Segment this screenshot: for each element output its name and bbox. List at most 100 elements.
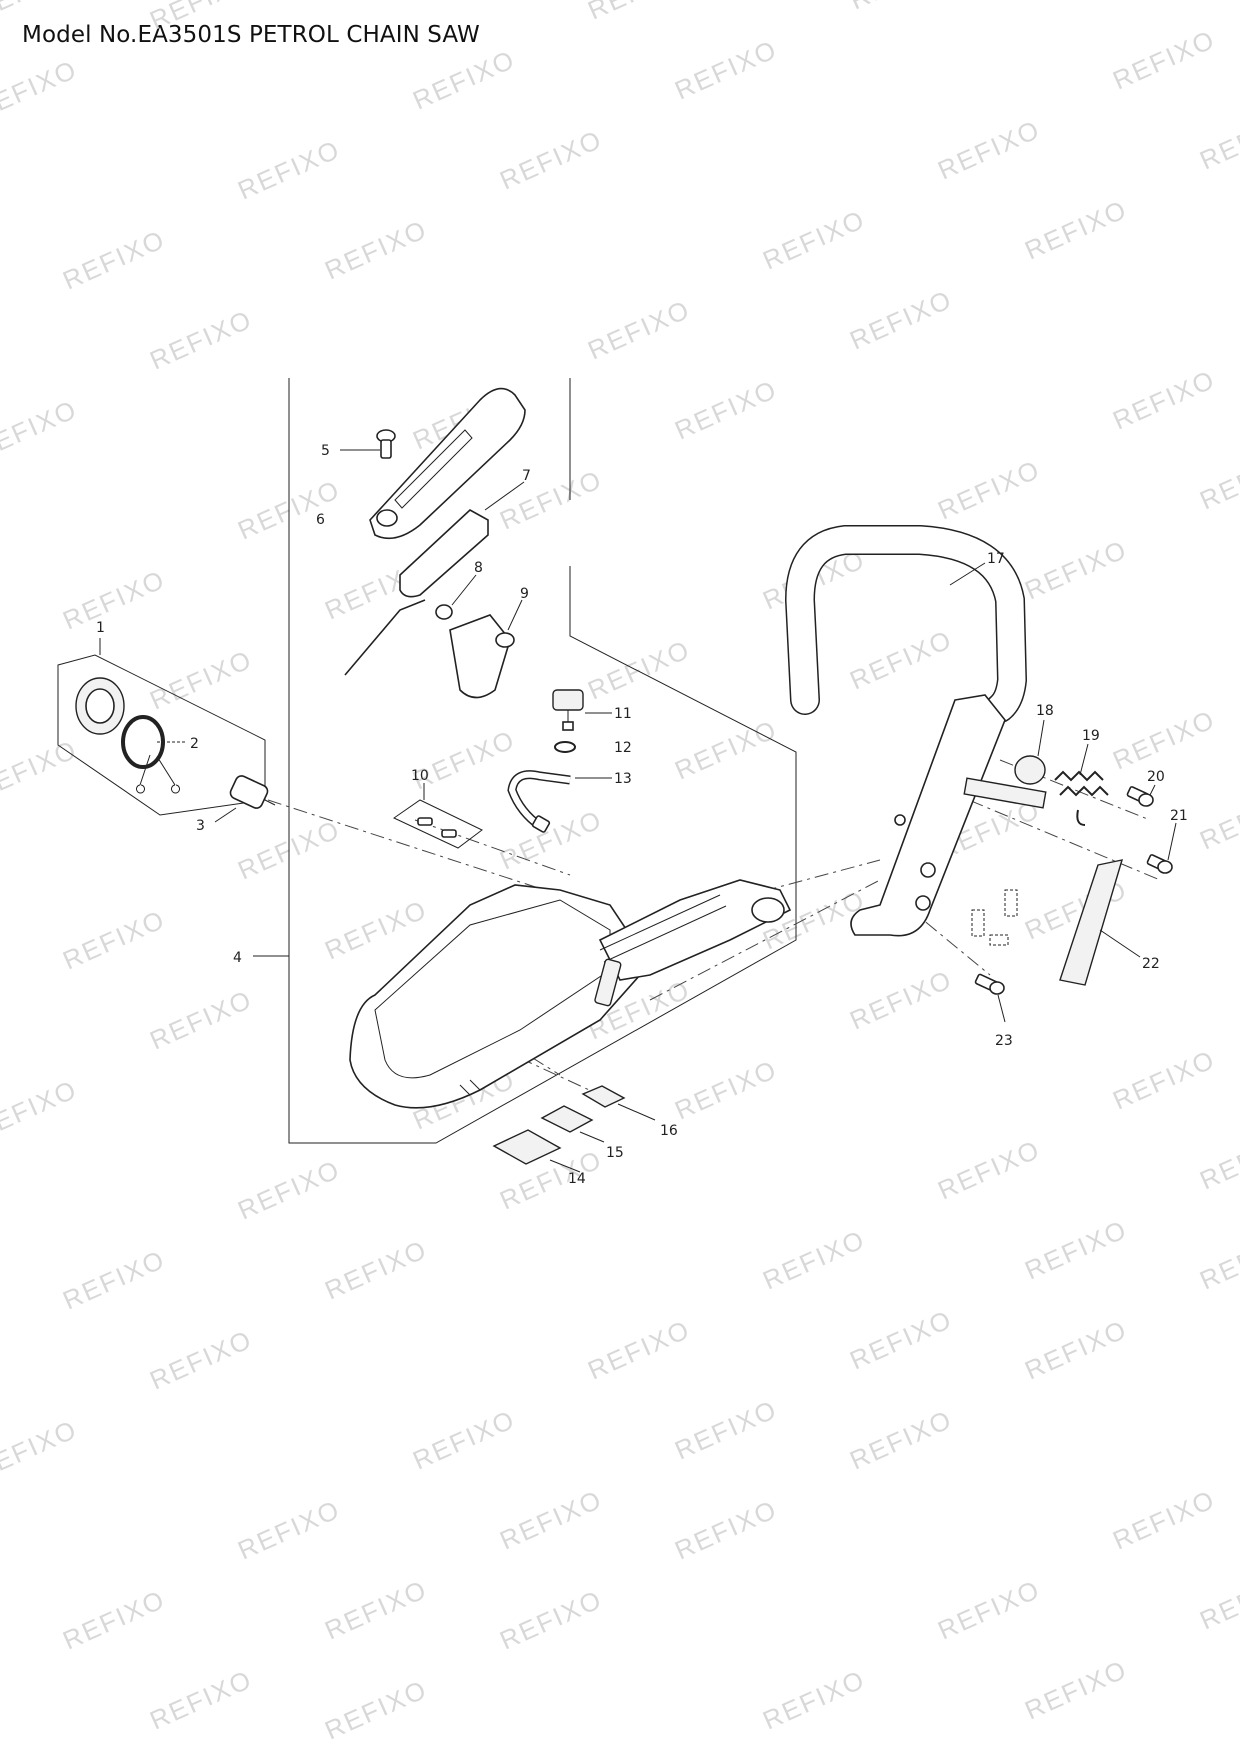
screw-21	[1146, 854, 1173, 874]
watermark-text: REFIXO	[933, 114, 1045, 186]
throttle-lock	[449, 614, 515, 699]
front-handle-bar	[784, 525, 1047, 937]
part-label-23: 23	[995, 1033, 1013, 1049]
watermark-text: REFIXO	[670, 714, 782, 786]
watermark-text: REFIXO	[670, 34, 782, 106]
watermark-text: REFIXO	[0, 0, 82, 25]
screw-20	[1126, 786, 1154, 807]
part-label-18: 18	[1036, 703, 1054, 719]
pad-16	[581, 1085, 626, 1108]
watermark-text: REFIXO	[145, 1324, 257, 1396]
watermark-text: REFIXO	[1195, 1224, 1240, 1296]
fuel-filter	[229, 775, 276, 809]
watermark-text: REFIXO	[495, 1584, 607, 1656]
part-label-10: 10	[411, 768, 429, 784]
screw-23	[974, 973, 1005, 995]
part-label-3: 3	[196, 818, 205, 834]
watermark-text: REFIXO	[58, 904, 170, 976]
watermark-text: REFIXO	[845, 964, 957, 1036]
part-label-13: 13	[614, 771, 632, 787]
watermark-text: REFIXO	[1108, 1484, 1220, 1556]
part-label-4: 4	[233, 950, 242, 966]
watermark-text: REFIXO	[845, 1404, 957, 1476]
watermark-text: REFIXO	[933, 1134, 1045, 1206]
watermark-text: REFIXO	[495, 804, 607, 876]
watermark-text: REFIXO	[320, 1674, 432, 1746]
bush	[1014, 755, 1046, 785]
watermark-text: REFIXO	[670, 374, 782, 446]
screw-5	[376, 429, 396, 459]
part-label-21: 21	[1170, 808, 1188, 824]
watermark-text: REFIXO	[0, 394, 82, 466]
watermark-text: REFIXO	[758, 204, 870, 276]
watermark-text: REFIXO	[58, 1244, 170, 1316]
watermark-text: REFIXO	[145, 0, 257, 35]
watermark-text: REFIXO	[58, 1584, 170, 1656]
watermark-text: REFIXO	[233, 134, 345, 206]
watermark-text: REFIXO	[408, 1404, 520, 1476]
watermark-text: REFIXO	[845, 284, 957, 356]
mount-screws	[971, 889, 1018, 946]
part-label-5: 5	[321, 443, 330, 459]
watermark-text: REFIXO	[495, 1484, 607, 1556]
part-label-16: 16	[660, 1123, 678, 1139]
watermark-text: REFIXO	[0, 734, 82, 806]
trigger-spring	[344, 599, 453, 676]
watermark-text: REFIXO	[233, 1494, 345, 1566]
watermark-text: REFIXO	[408, 44, 520, 116]
assembly-bracket	[253, 378, 797, 1144]
watermark-text: REFIXO	[495, 464, 607, 536]
part-label-6: 6	[316, 512, 325, 528]
retaining-ring	[554, 741, 576, 753]
part-label-11: 11	[614, 706, 632, 722]
part-label-12: 12	[614, 740, 632, 756]
watermark-text: REFIXO	[58, 564, 170, 636]
page-title: Model No.EA3501S PETROL CHAIN SAW	[22, 22, 480, 48]
watermark-text: REFIXO	[0, 1074, 82, 1146]
watermark-text: REFIXO	[670, 1394, 782, 1466]
watermark-text: REFIXO	[1195, 784, 1240, 856]
watermark-text: REFIXO	[0, 54, 82, 126]
watermark-text: REFIXO	[758, 1664, 870, 1736]
watermark-text: REFIXO	[1108, 704, 1220, 776]
watermark-text: REFIXO	[1195, 104, 1240, 176]
watermark-text: REFIXO	[0, 1414, 82, 1486]
spring	[1054, 770, 1109, 826]
watermark-text: REFIXO	[583, 0, 695, 25]
watermark-text: REFIXO	[845, 624, 957, 696]
watermark-text: REFIXO	[408, 724, 520, 796]
watermark-text: REFIXO	[1020, 194, 1132, 266]
watermark-text: REFIXO	[670, 1494, 782, 1566]
watermark-text: REFIXO	[1108, 1044, 1220, 1116]
handle-cover	[369, 387, 526, 540]
watermark-text: REFIXO	[1020, 1654, 1132, 1726]
pad-15	[540, 1105, 594, 1133]
watermark-text: REFIXO	[845, 1304, 957, 1376]
pad-14	[492, 1129, 562, 1165]
part-label-9: 9	[520, 586, 529, 602]
part-label-20: 20	[1147, 769, 1165, 785]
rear-handle-housing	[349, 879, 792, 1109]
watermark-text: REFIXO	[845, 0, 957, 15]
watermark-text: REFIXO	[1020, 534, 1132, 606]
watermark-text: REFIXO	[933, 1574, 1045, 1646]
part-label-7: 7	[522, 468, 531, 484]
part-label-22: 22	[1142, 956, 1160, 972]
watermark-text: REFIXO	[1108, 364, 1220, 436]
watermark-text: REFIXO	[583, 634, 695, 706]
watermark-text: REFIXO	[320, 1574, 432, 1646]
part-label-8: 8	[474, 560, 483, 576]
fuel-cap-assembly	[57, 654, 266, 816]
watermark-text: REFIXO	[1108, 24, 1220, 96]
part-labels: 1 2 3 4 5 6 7 8 9 10 11 12 13 14 15 16 1…	[96, 443, 1188, 1187]
watermark-text: REFIXO	[233, 1154, 345, 1226]
part-label-19: 19	[1082, 728, 1100, 744]
watermark-text: REFIXO	[1195, 1564, 1240, 1636]
watermark-text: REFIXO	[758, 1224, 870, 1296]
watermark-text: REFIXO	[1195, 444, 1240, 516]
watermark-text: REFIXO	[145, 1664, 257, 1736]
watermark-text: REFIXO	[145, 304, 257, 376]
watermark-text: REFIXO	[320, 1234, 432, 1306]
